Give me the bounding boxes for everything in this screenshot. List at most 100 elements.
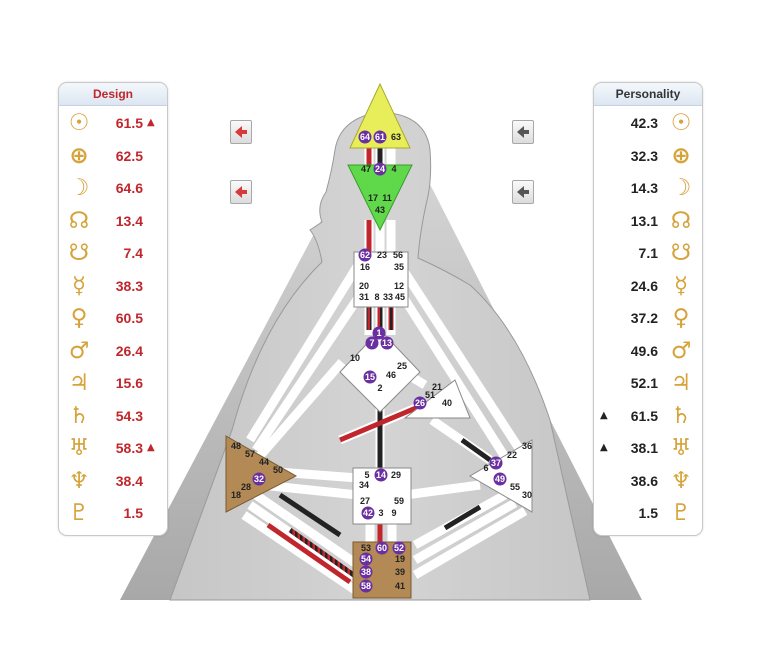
- planet-glyph-icon: ⊕: [69, 142, 89, 169]
- gate-number[interactable]: 54: [361, 554, 371, 564]
- gate-number[interactable]: 22: [507, 450, 517, 460]
- planet-gate-value: 42.3: [630, 115, 658, 131]
- planet-glyph-icon: ♇: [670, 500, 692, 526]
- design-planet-row: ♇1.5: [59, 497, 167, 529]
- gate-number[interactable]: 46: [386, 370, 396, 380]
- planet-gate-value: 61.5: [115, 115, 143, 131]
- planet-gate-value: 1.5: [638, 505, 658, 521]
- gate-number[interactable]: 27: [360, 496, 370, 506]
- active-gate-marker: [363, 370, 377, 384]
- gate-number[interactable]: 7: [369, 338, 374, 348]
- design-planet-row: ⊕62.5: [59, 140, 167, 172]
- gate-number[interactable]: 25: [397, 361, 407, 371]
- planet-gate-value: 64.6: [115, 180, 143, 196]
- gate-number[interactable]: 26: [415, 398, 425, 408]
- gate-number[interactable]: 34: [359, 480, 369, 490]
- gate-number[interactable]: 38: [361, 567, 371, 577]
- gate-number[interactable]: 9: [391, 508, 396, 518]
- planet-gate-value: 38.3: [115, 277, 143, 294]
- gate-number[interactable]: 39: [395, 567, 405, 577]
- planet-glyph-icon: ♀: [672, 305, 690, 331]
- gate-number[interactable]: 23: [377, 250, 387, 260]
- gate-number[interactable]: 59: [394, 496, 404, 506]
- gate-number[interactable]: 16: [360, 262, 370, 272]
- gate-number[interactable]: 33: [383, 292, 393, 302]
- personality-prev-button[interactable]: [512, 120, 534, 144]
- planet-glyph-icon: ☉: [670, 110, 692, 136]
- gate-number[interactable]: 11: [382, 193, 392, 203]
- gate-number[interactable]: 30: [522, 490, 532, 500]
- gate-number[interactable]: 21: [432, 382, 442, 392]
- gate-number[interactable]: 28: [241, 482, 251, 492]
- gate-number[interactable]: 37: [491, 458, 501, 468]
- planet-glyph-icon: ♄: [68, 402, 90, 429]
- gate-number[interactable]: 3: [378, 508, 383, 518]
- gate-number[interactable]: 49: [495, 474, 505, 484]
- gate-number[interactable]: 43: [375, 205, 385, 215]
- gate-number[interactable]: 12: [394, 281, 404, 291]
- gate-number[interactable]: 45: [395, 292, 405, 302]
- gate-number[interactable]: 31: [359, 292, 369, 302]
- gate-number[interactable]: 48: [231, 441, 241, 451]
- planet-glyph-icon: ♇: [68, 500, 90, 526]
- gate-number[interactable]: 55: [510, 482, 520, 492]
- exalted-arrow-icon: ▲: [147, 117, 155, 128]
- red-arrow-left-icon: [235, 186, 247, 198]
- planet-gate-value: 38.6: [630, 472, 658, 489]
- gate-number[interactable]: 19: [395, 554, 405, 564]
- planet-gate-value: 60.5: [115, 310, 143, 326]
- planet-glyph-icon: ♅: [670, 435, 692, 461]
- gate-number[interactable]: 61: [375, 132, 385, 142]
- active-gate-marker: [359, 552, 373, 566]
- gate-number[interactable]: 47: [361, 164, 371, 174]
- planet-gate-value: 61.5: [630, 407, 658, 424]
- design-prev-button[interactable]: [230, 120, 252, 144]
- g-center: [339, 329, 421, 413]
- active-gate-marker: [358, 130, 372, 144]
- personality-next-button[interactable]: [512, 180, 534, 204]
- planet-glyph-icon: ♂: [670, 337, 692, 364]
- gate-number[interactable]: 4: [391, 164, 396, 174]
- design-planet-row: ☿38.3: [59, 270, 167, 302]
- design-planet-row: ♆38.4: [59, 465, 167, 497]
- gate-number[interactable]: 24: [375, 164, 385, 174]
- gate-number[interactable]: 18: [231, 490, 241, 500]
- gate-number[interactable]: 56: [393, 250, 403, 260]
- personality-planet-row: ♀37.2: [594, 302, 702, 334]
- gate-number[interactable]: 20: [359, 281, 369, 291]
- personality-planet-row: ☿24.6: [594, 270, 702, 302]
- gate-number[interactable]: 58: [361, 581, 371, 591]
- gate-number[interactable]: 6: [483, 463, 488, 473]
- design-next-button[interactable]: [230, 180, 252, 204]
- gate-number[interactable]: 41: [395, 581, 405, 591]
- gate-number[interactable]: 42: [363, 508, 373, 518]
- personality-planet-row: ♃52.1: [594, 367, 702, 399]
- gate-number[interactable]: 29: [391, 470, 401, 480]
- gate-number[interactable]: 50: [273, 465, 283, 475]
- gate-number[interactable]: 64: [360, 132, 370, 142]
- gate-number[interactable]: 36: [522, 441, 532, 451]
- gate-number[interactable]: 62: [360, 250, 370, 260]
- gate-number[interactable]: 53: [361, 543, 371, 553]
- gate-number[interactable]: 17: [368, 193, 378, 203]
- gate-number[interactable]: 5: [364, 470, 369, 480]
- gate-number[interactable]: 40: [442, 398, 452, 408]
- active-gate-marker: [392, 541, 406, 555]
- gate-number[interactable]: 32: [254, 474, 264, 484]
- gate-number[interactable]: 13: [382, 338, 392, 348]
- gate-number[interactable]: 52: [394, 543, 404, 553]
- gate-number[interactable]: 1: [376, 328, 381, 338]
- planet-gate-value: 49.6: [630, 342, 658, 359]
- gate-number[interactable]: 8: [374, 292, 379, 302]
- gate-number[interactable]: 14: [376, 470, 386, 480]
- gate-number[interactable]: 2: [377, 383, 382, 393]
- gate-number[interactable]: 10: [350, 353, 360, 363]
- gate-number[interactable]: 51: [425, 390, 435, 400]
- gate-number[interactable]: 44: [259, 457, 269, 467]
- gate-number[interactable]: 57: [245, 449, 255, 459]
- gate-number[interactable]: 35: [394, 262, 404, 272]
- gate-number[interactable]: 60: [377, 543, 387, 553]
- gate-number[interactable]: 63: [391, 132, 401, 142]
- gate-number[interactable]: 15: [365, 372, 375, 382]
